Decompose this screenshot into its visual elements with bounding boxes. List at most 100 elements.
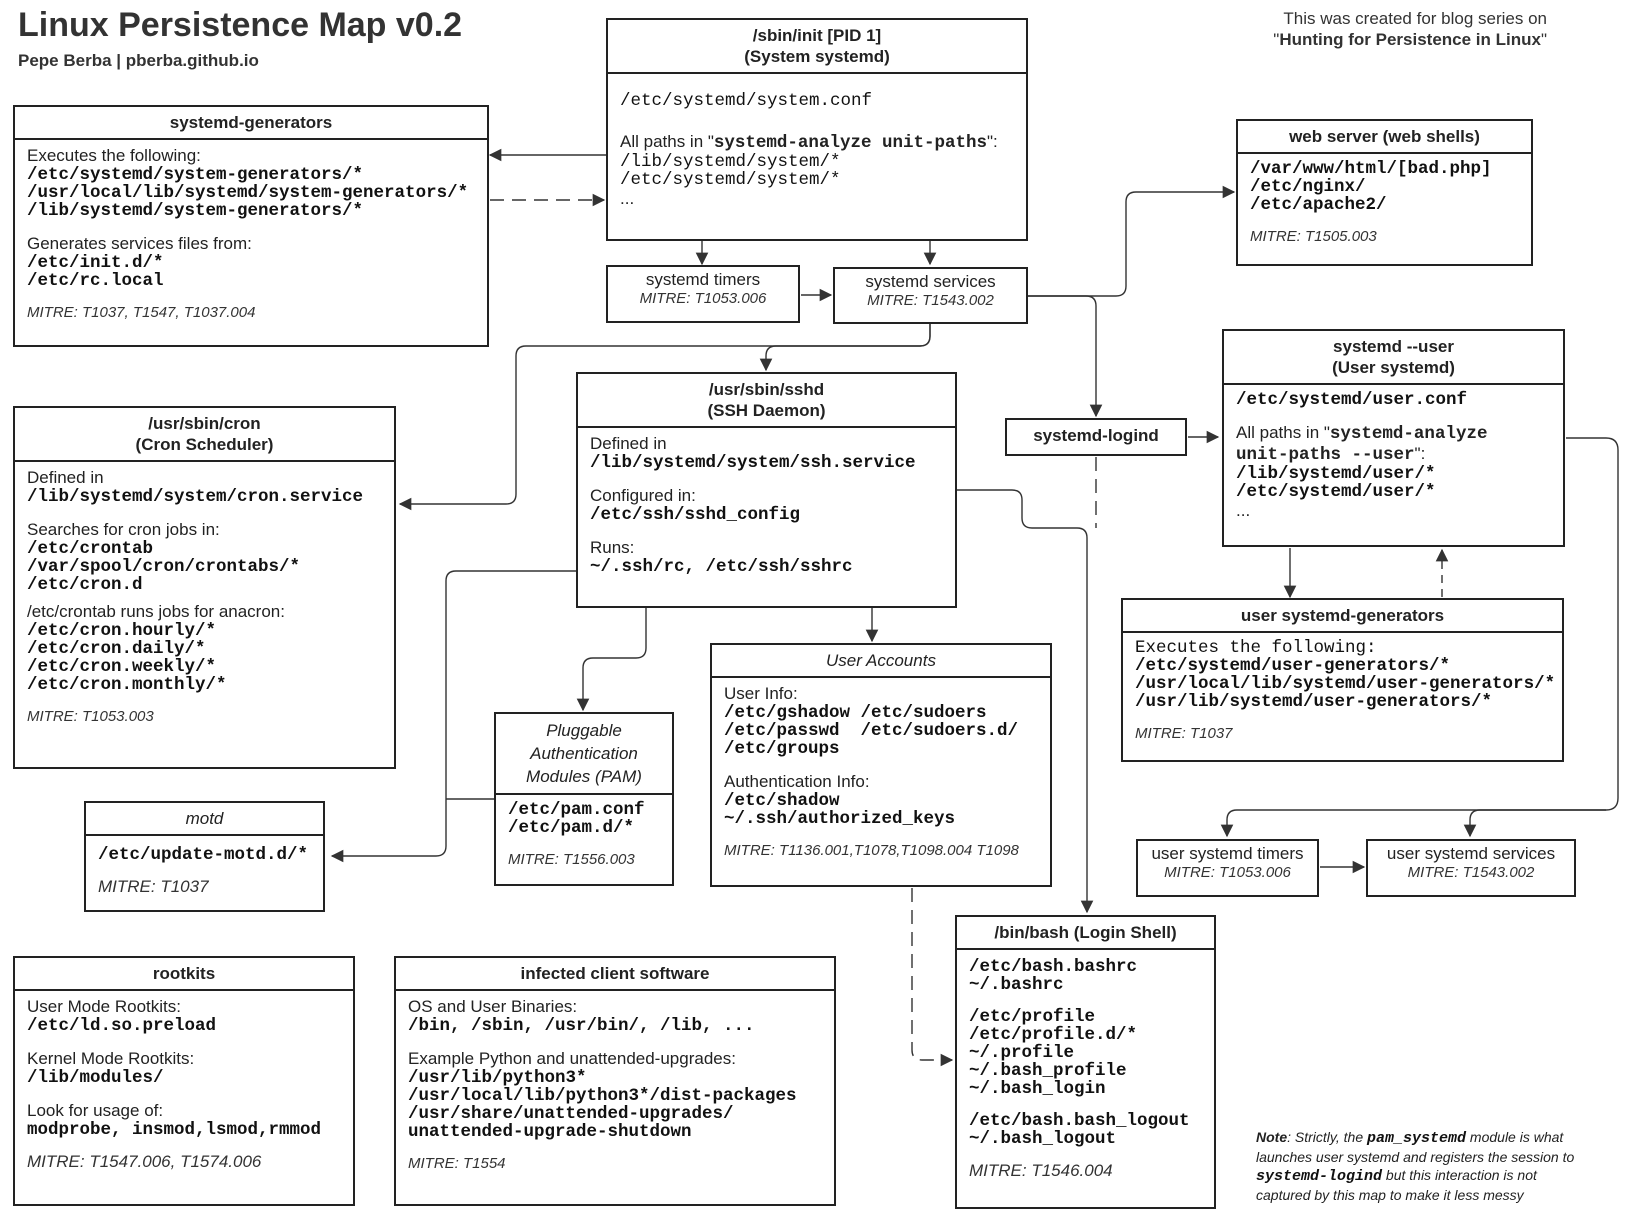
sshd-def-path: /lib/systemd/system/ssh.service — [590, 453, 916, 473]
logind-name: systemd-logind — [1033, 426, 1159, 445]
bash-path: ~/.profile — [969, 1043, 1075, 1063]
node-user-generators: user systemd-generators Executes the fol… — [1121, 598, 1564, 762]
sshd-runs-path: ~/.ssh/rc, /etc/ssh/sshrc — [590, 557, 853, 577]
infected-py-path: unattended-upgrade-shutdown — [408, 1122, 692, 1142]
rootkits-um-label: User Mode Rootkits: — [27, 997, 181, 1016]
cron-title: /usr/sbin/cron — [148, 414, 261, 433]
rootkits-mitre: MITRE: T1547.006, T1574.006 — [27, 1152, 262, 1171]
generators-exec-path: /etc/systemd/system-generators/* — [27, 165, 364, 185]
rootkits-title: rootkits — [15, 958, 353, 991]
accounts-auth-path: /etc/shadow — [724, 791, 840, 811]
footnote: Note: Strictly, the pam_systemd module i… — [1256, 1129, 1575, 1203]
rootkits-km-label: Kernel Mode Rootkits: — [27, 1049, 195, 1068]
user-paths-cmd: unit-paths --user — [1236, 445, 1415, 465]
generators-gen-path: /etc/rc.local — [27, 271, 164, 291]
user-systemd-ellipsis: ... — [1236, 501, 1251, 520]
user-generators-path: /etc/systemd/user-generators/* — [1135, 656, 1451, 676]
node-motd: motd /etc/update-motd.d/* MITRE: T1037 — [84, 801, 325, 912]
rootkits-km-path: /lib/modules/ — [27, 1068, 164, 1088]
edge-accounts-to-bash — [911, 888, 954, 1067]
user-timers-mitre: MITRE: T1053.006 — [1164, 864, 1291, 881]
cron-search-path: /etc/cron.d — [27, 575, 143, 595]
rootkits-look-cmds: modprobe, insmod,lsmod,rmmod — [27, 1120, 322, 1140]
bash-path: /etc/bash.bashrc — [969, 957, 1138, 977]
timers-mitre: MITRE: T1053.006 — [639, 290, 767, 307]
cron-search-path: /etc/crontab — [27, 539, 154, 559]
init-title: /sbin/init [PID 1] — [752, 26, 882, 45]
blog-series-name: Hunting for Persistence in Linux — [1279, 30, 1541, 49]
motd-title: motd — [86, 803, 323, 836]
generators-gen-path: /etc/init.d/* — [27, 253, 164, 273]
rootkits-look-label: Look for usage of: — [27, 1101, 164, 1120]
user-generators-mitre: MITRE: T1037 — [1135, 725, 1233, 742]
services-name: systemd services — [865, 272, 996, 291]
bash-path: /etc/bash.bash_logout — [969, 1111, 1190, 1131]
edge-services-to-sshd — [759, 324, 931, 372]
init-ellipsis: ... — [620, 189, 635, 208]
cron-anacron-path: /etc/cron.hourly/* — [27, 621, 217, 641]
node-web-server: web server (web shells) /var/www/html/[b… — [1236, 119, 1533, 266]
init-path: /etc/systemd/system/* — [620, 170, 841, 190]
cron-anacron-path: /etc/cron.daily/* — [27, 639, 206, 659]
node-user-accounts: User Accounts User Info: /etc/gshadow /e… — [710, 643, 1052, 887]
accounts-auth-path: ~/.ssh/authorized_keys — [724, 809, 956, 829]
node-init: /sbin/init [PID 1](System systemd) /etc/… — [606, 18, 1028, 241]
infected-py-path: /usr/local/lib/python3*/dist-packages — [408, 1086, 797, 1106]
edge-user-systemd-to-user-timers — [1220, 809, 1606, 838]
note-module: pam_systemd — [1367, 1130, 1467, 1147]
user-timers-name: user systemd timers — [1151, 844, 1304, 863]
accounts-mitre: MITRE: T1136.001,T1078,T1098.004 T1098 — [724, 842, 1019, 859]
user-services-name: user systemd services — [1386, 844, 1556, 863]
node-user-systemd: systemd --user(User systemd) /etc/system… — [1222, 329, 1565, 547]
user-services-mitre: MITRE: T1543.002 — [1407, 864, 1535, 881]
cron-anacron-path: /etc/cron.weekly/* — [27, 657, 217, 677]
generators-exec-label: Executes the following: — [27, 146, 201, 165]
author-line: Pepe Berba | pberba.github.io — [18, 51, 259, 70]
sshd-runs-label: Runs: — [590, 538, 635, 557]
bash-title: /bin/bash (Login Shell) — [957, 917, 1214, 950]
edge-services-to-webserver — [1028, 185, 1236, 297]
node-systemd-timers: systemd timers MITRE: T1053.006 — [606, 265, 800, 323]
page-title: Linux Persistence Map v0.2 — [18, 6, 463, 44]
sshd-subtitle: (SSH Daemon) — [707, 401, 826, 420]
cron-search-label: Searches for cron jobs in: — [27, 520, 220, 539]
webserver-path: /var/www/html/[bad.php] — [1250, 159, 1492, 179]
node-systemd-logind: systemd-logind — [1005, 418, 1187, 456]
init-paths-cmd: systemd-analyze unit-paths — [713, 133, 987, 153]
generators-exec-path: /lib/systemd/system-generators/* — [27, 201, 364, 221]
note-logind: systemd-logind — [1256, 1168, 1383, 1185]
cron-subtitle: (Cron Scheduler) — [135, 435, 274, 454]
infected-py-path: /usr/share/unattended-upgrades/ — [408, 1104, 734, 1124]
webserver-path: /etc/nginx/ — [1250, 177, 1366, 197]
cron-def-label: Defined in — [27, 468, 104, 487]
user-generators-path: /usr/lib/systemd/user-generators/* — [1135, 692, 1493, 712]
node-user-services: user systemd services MITRE: T1543.002 — [1366, 839, 1576, 897]
node-sshd: /usr/sbin/sshd(SSH Daemon) Defined in /l… — [576, 372, 957, 608]
sshd-title: /usr/sbin/sshd — [708, 380, 825, 399]
pam-path: /etc/pam.d/* — [508, 818, 635, 838]
timers-name: systemd timers — [645, 270, 761, 289]
bash-path: ~/.bashrc — [969, 975, 1064, 995]
infected-title: infected client software — [396, 958, 834, 991]
node-systemd-generators: systemd-generators Executes the followin… — [13, 105, 489, 347]
user-generators-title: user systemd-generators — [1123, 600, 1562, 633]
generators-mitre: MITRE: T1037, T1547, T1037.004 — [27, 304, 256, 321]
edge-services-to-logind — [1028, 295, 1103, 418]
webserver-path: /etc/apache2/ — [1250, 195, 1387, 215]
user-systemd-path: /etc/systemd/user/* — [1236, 482, 1436, 502]
pam-title: Pluggable — [546, 721, 622, 740]
accounts-info-path: /etc/gshadow /etc/sudoers — [724, 703, 987, 723]
accounts-auth-label: Authentication Info: — [724, 772, 870, 791]
node-rootkits: rootkits User Mode Rootkits: /etc/ld.so.… — [13, 956, 355, 1206]
user-systemd-title: systemd --user — [1333, 337, 1454, 356]
user-generators-exec-label: Executes the following: — [1135, 638, 1377, 658]
rootkits-um-path: /etc/ld.so.preload — [27, 1016, 217, 1036]
cron-search-path: /var/spool/cron/crontabs/* — [27, 557, 301, 577]
motd-mitre: MITRE: T1037 — [98, 877, 209, 896]
sshd-conf-label: Configured in: — [590, 486, 696, 505]
infected-py-label: Example Python and unattended-upgrades: — [408, 1049, 736, 1068]
node-cron: /usr/sbin/cron (Cron Scheduler) Defined i… — [13, 406, 396, 769]
bash-mitre: MITRE: T1546.004 — [969, 1161, 1113, 1180]
user-generators-path: /usr/local/lib/systemd/user-generators/* — [1135, 674, 1556, 694]
